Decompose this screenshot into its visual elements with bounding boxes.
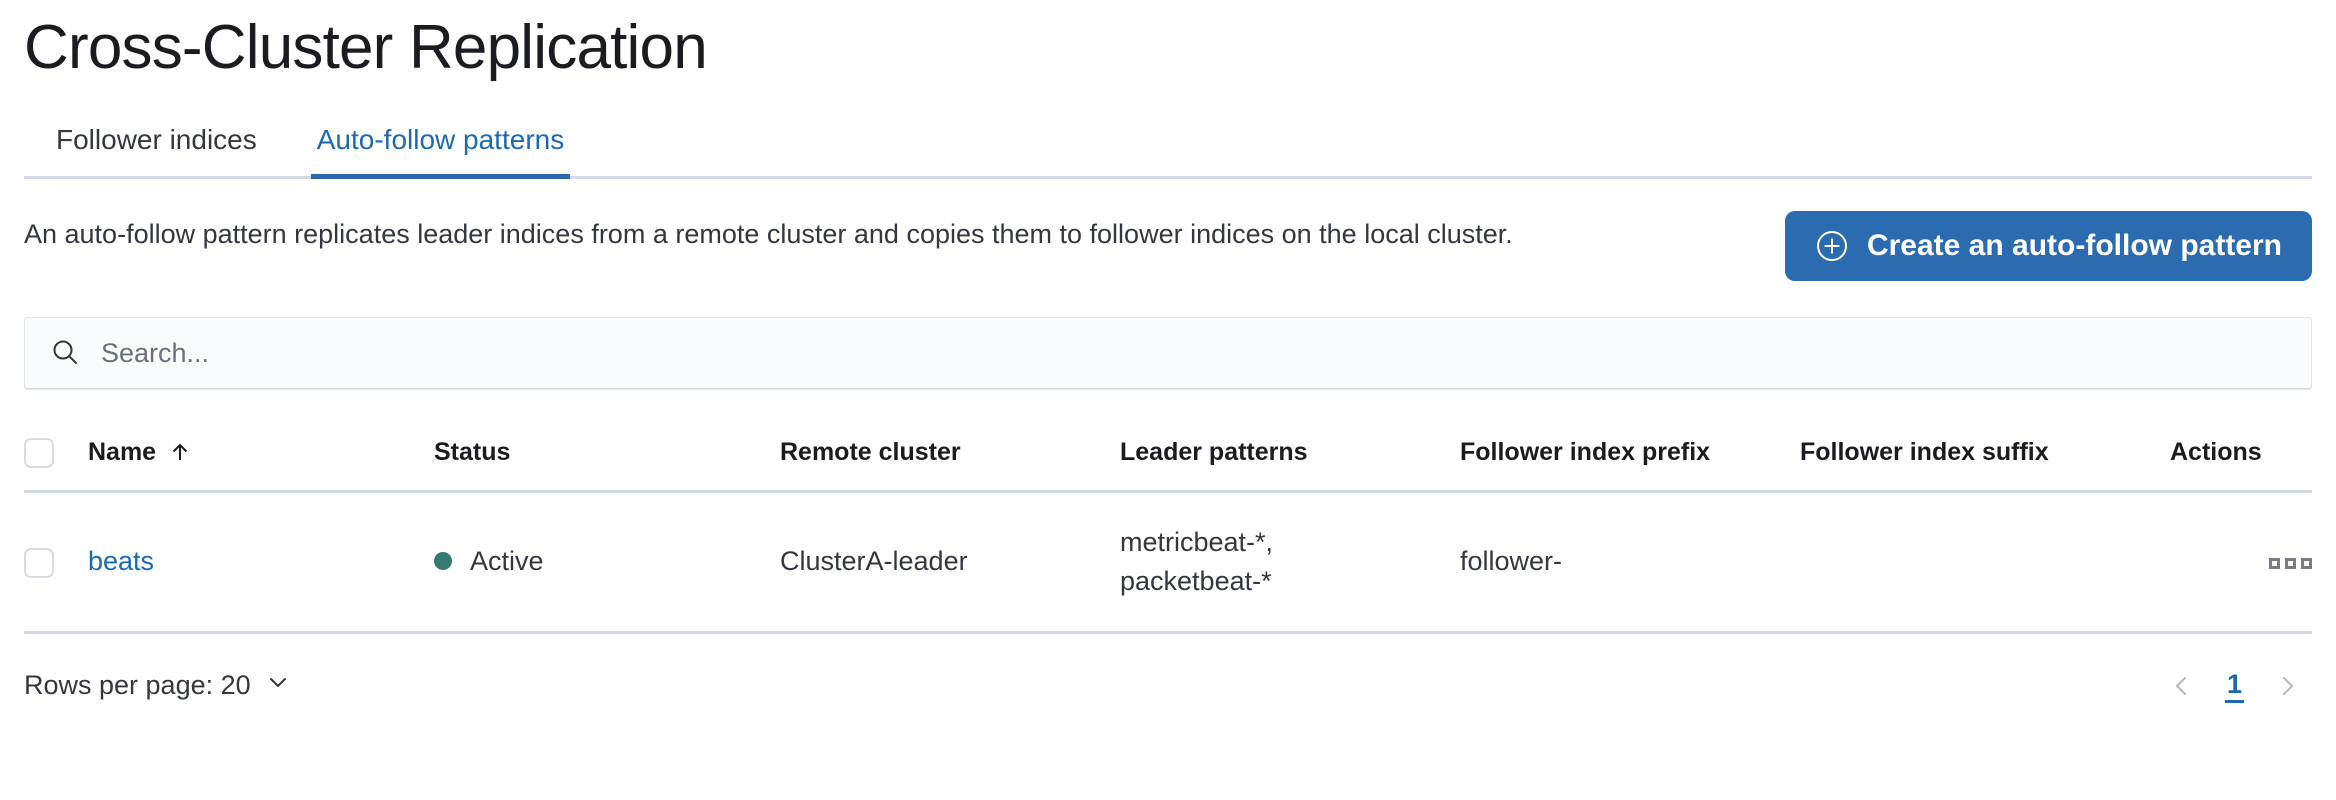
status-dot-icon [434, 552, 452, 571]
create-auto-follow-pattern-button[interactable]: Create an auto-follow pattern [1784, 211, 2312, 282]
search-input[interactable] [101, 318, 2287, 389]
cell-remote-cluster: ClusterA-leader [780, 491, 1120, 634]
tab-auto-follow-patterns-label: Auto-follow patterns [316, 124, 565, 156]
cell-follower-index-prefix: follower- [1460, 491, 1800, 634]
rows-per-page-selector[interactable]: Rows per page: 20 [24, 669, 291, 702]
cell-status: Active [434, 491, 780, 634]
column-header-remote-cluster[interactable]: Remote cluster [780, 427, 1120, 493]
cell-follower-index-suffix [1800, 491, 2170, 634]
column-header-status[interactable]: Status [434, 427, 780, 493]
auto-follow-patterns-table: Name Status Remote cluster Leader patter… [24, 427, 2312, 634]
column-header-name[interactable]: Name [88, 427, 434, 493]
row-select-cell [24, 491, 88, 634]
table-footer: Rows per page: 20 1 [24, 668, 2312, 704]
table-row: beats Active ClusterA-leader metricbeat-… [24, 491, 2312, 634]
cell-name: beats [88, 491, 434, 634]
auto-follow-pattern-link[interactable]: beats [88, 546, 155, 577]
chevron-down-icon [265, 669, 291, 702]
select-all-header [24, 427, 88, 493]
column-header-actions: Actions [2170, 427, 2312, 493]
intro-row: An auto-follow pattern replicates leader… [24, 211, 2312, 282]
leader-pattern-line-2: packetbeat-* [1120, 565, 1272, 596]
leader-pattern-line-1: metricbeat-*, [1120, 526, 1274, 557]
column-header-leader-patterns[interactable]: Leader patterns [1120, 427, 1460, 493]
more-horizontal-icon[interactable] [2269, 549, 2312, 577]
pagination-page-1[interactable]: 1 [2224, 668, 2244, 704]
select-all-checkbox[interactable] [24, 437, 54, 468]
row-checkbox[interactable] [24, 547, 54, 578]
table-header-row: Name Status Remote cluster Leader patter… [24, 427, 2312, 493]
search-bar[interactable] [24, 317, 2312, 390]
status-label: Active [470, 545, 544, 576]
tab-bar: Follower indices Auto-follow patterns [24, 124, 2312, 180]
column-header-follower-index-suffix[interactable]: Follower index suffix [1800, 427, 2170, 493]
tab-auto-follow-patterns[interactable]: Auto-follow patterns [310, 124, 571, 180]
chevron-right-icon[interactable] [2270, 669, 2304, 703]
column-header-follower-index-prefix[interactable]: Follower index prefix [1460, 427, 1800, 493]
create-button-label: Create an auto-follow pattern [1866, 229, 2282, 263]
tab-follower-indices-label: Follower indices [56, 124, 257, 156]
column-header-name-label: Name [88, 437, 157, 466]
rows-per-page-label: Rows per page: 20 [24, 670, 251, 701]
cell-leader-patterns: metricbeat-*, packetbeat-* [1120, 491, 1460, 634]
cell-actions [2170, 491, 2312, 634]
plus-in-circle-icon [1815, 229, 1849, 263]
intro-description: An auto-follow pattern replicates leader… [24, 219, 1513, 250]
search-icon [49, 337, 81, 369]
arrow-up-icon [168, 440, 192, 464]
pagination: 1 [2165, 668, 2312, 704]
page-title: Cross-Cluster Replication [24, 13, 708, 82]
chevron-left-icon[interactable] [2165, 669, 2199, 703]
tab-follower-indices[interactable]: Follower indices [50, 126, 263, 176]
